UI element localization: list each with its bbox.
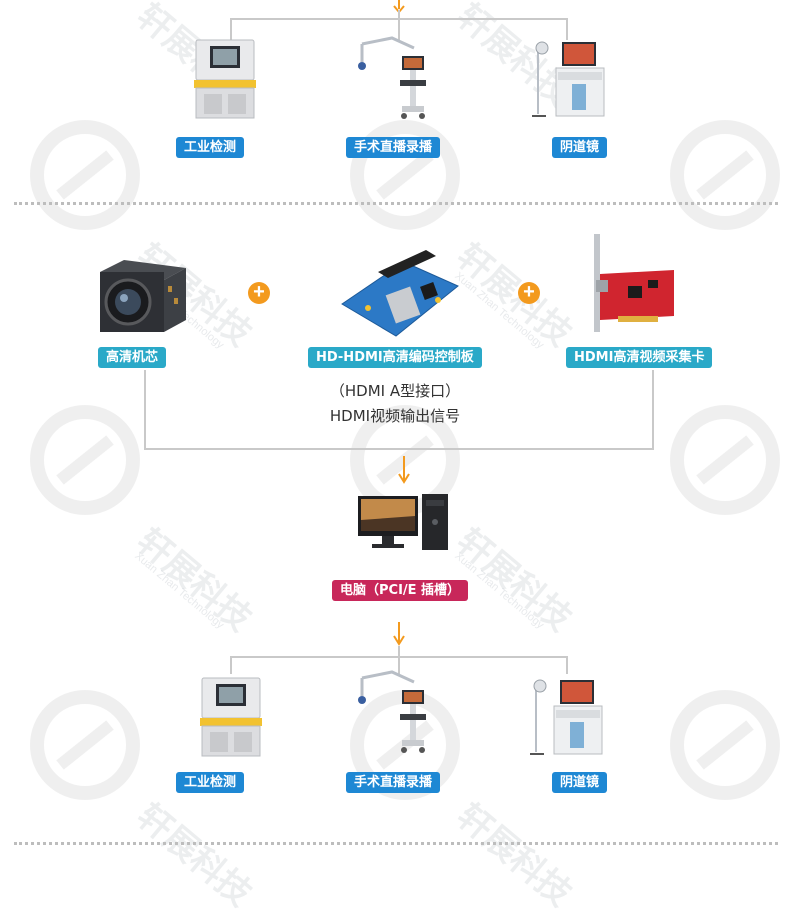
encoder-board-icon [341, 250, 459, 337]
connector-line [230, 18, 232, 40]
device-label-surgery-broadcast: 手术直播录播 [346, 137, 441, 158]
connector-line [144, 370, 146, 450]
aoi-machine-icon [194, 39, 256, 119]
section-divider [14, 202, 778, 205]
plus-icon: + [518, 282, 540, 304]
arrow-down-icon [393, 622, 405, 646]
watermark-logo-icon [30, 690, 140, 800]
watermark-logo-icon [670, 690, 780, 800]
camera-module-icon [100, 260, 186, 332]
arrow-down-icon [398, 456, 410, 484]
surgical-camera-cart-icon [358, 36, 426, 119]
device-label-colposcope: 阴道镜 [552, 772, 608, 793]
watermark-brand: 轩展科技 [449, 521, 580, 640]
connector-line [230, 656, 232, 674]
watermark-logo-icon [30, 120, 140, 230]
aoi-machine-icon [200, 677, 262, 757]
plus-icon: + [248, 282, 270, 304]
computer-label: 电脑（PCI/E 插槽） [332, 580, 469, 601]
section-divider [14, 842, 778, 845]
watermark-brand: 轩展科技 [129, 796, 260, 915]
colposcope-cart-icon [530, 679, 603, 755]
colposcope-cart-icon [532, 41, 605, 117]
interface-type-note: （HDMI A型接口） [329, 382, 461, 400]
signal-output-note: HDMI视频输出信号 [329, 407, 461, 425]
device-label-colposcope: 阴道镜 [552, 137, 608, 158]
component-label-capture-card: HDMI高清视频采集卡 [566, 347, 713, 368]
capture-card-icon [594, 234, 674, 332]
device-label-surgery-broadcast: 手术直播录播 [346, 772, 441, 793]
watermark-brand: 轩展科技 [129, 521, 260, 640]
device-label-industrial-inspection: 工业检测 [176, 137, 245, 158]
connector-line [566, 656, 568, 674]
desktop-computer-icon [358, 494, 448, 550]
connector-line [652, 370, 654, 450]
surgical-camera-cart-icon [358, 670, 426, 753]
watermark-logo-icon [670, 120, 780, 230]
watermark-brand-en: Xuan Zhan Technology [132, 550, 227, 632]
device-label-industrial-inspection: 工业检测 [176, 772, 245, 793]
watermark-brand: 轩展科技 [449, 236, 580, 355]
connector-line [398, 646, 400, 674]
connector-line [566, 18, 568, 40]
watermark-brand: 轩展科技 [449, 796, 580, 915]
connector-line [144, 448, 654, 450]
component-label-encoder-board: HD-HDMI高清编码控制板 [308, 347, 482, 368]
connector-line [398, 10, 400, 40]
component-label-camera: 高清机芯 [98, 347, 167, 368]
